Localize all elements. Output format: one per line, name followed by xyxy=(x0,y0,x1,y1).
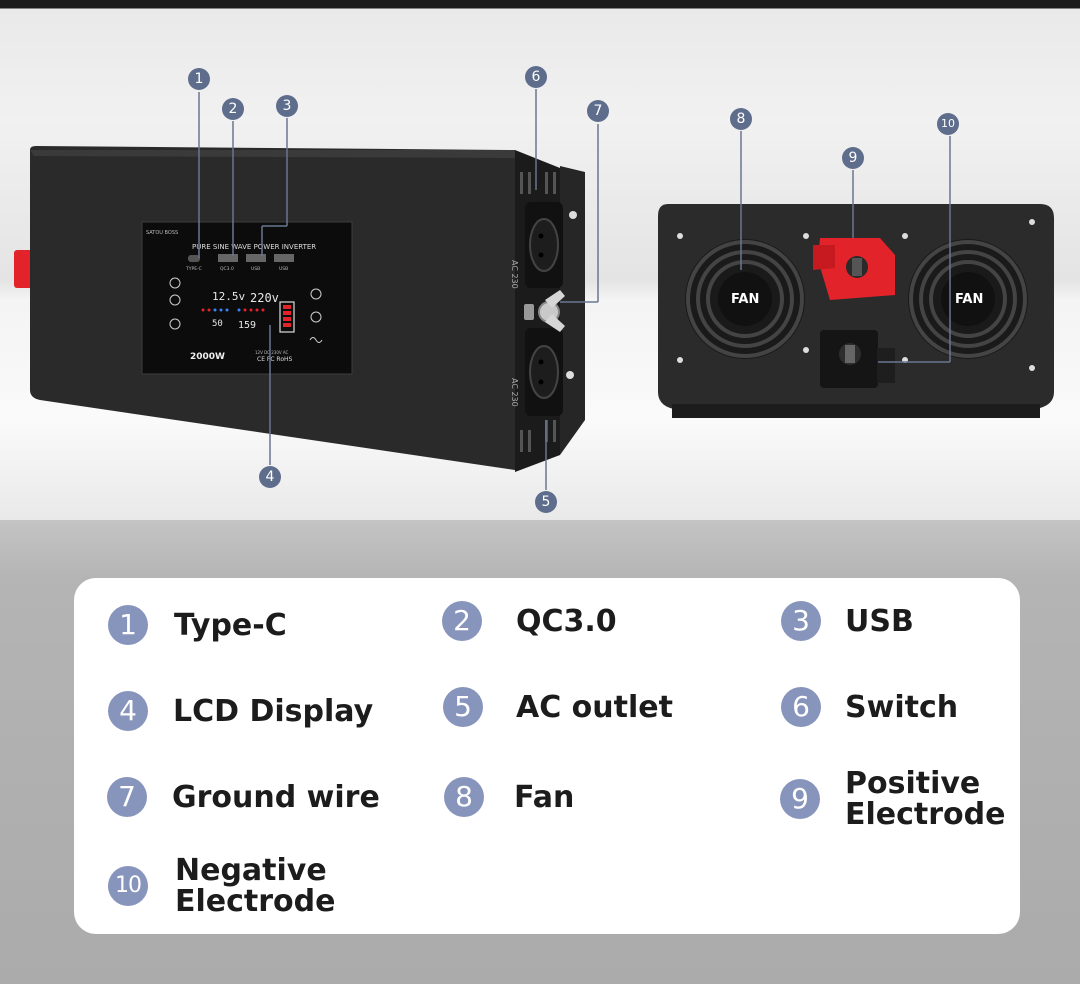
legend-label-switch: Switch xyxy=(845,689,959,725)
usb-ports xyxy=(188,254,294,262)
callout-2: 2 xyxy=(222,98,244,120)
rated-power-text: 2000W xyxy=(190,352,225,362)
inverter-rear-unit: FAN FAN xyxy=(658,204,1054,418)
legend-badge-4: 4 xyxy=(108,691,148,731)
cert-text: CE FC RoHS xyxy=(257,356,293,363)
legend-label-qc3: QC3.0 xyxy=(516,603,617,639)
fan-right-label: FAN xyxy=(955,292,983,307)
legend-item-6: 6 Switch xyxy=(781,687,958,727)
legend-label-fan: Fan xyxy=(514,779,575,815)
callout-7: 7 xyxy=(587,100,609,122)
legend-item-7: 7 Ground wire xyxy=(107,777,380,817)
fan-left xyxy=(685,239,805,359)
legend-card: 1 Type-C 2 QC3.0 3 USB 4 LCD Display 5 A… xyxy=(74,578,1020,934)
rear-screws xyxy=(677,219,1035,371)
negative-terminal xyxy=(820,330,895,388)
port-label-typec: TYPE-C xyxy=(185,266,202,272)
positive-terminal xyxy=(813,238,895,300)
legend-label-usb: USB xyxy=(845,603,914,639)
legend-label-lcd: LCD Display xyxy=(173,693,374,729)
legend-badge-1: 1 xyxy=(108,605,148,645)
outlet-label-top: AC 230 xyxy=(510,260,519,289)
panel-title-text: PURE SINE WAVE POWER INVERTER xyxy=(192,243,316,251)
fan-right xyxy=(908,239,1028,359)
callout-4: 4 xyxy=(259,466,281,488)
outlet-label-bottom: AC 230 xyxy=(510,378,519,407)
callout-6: 6 xyxy=(525,66,547,88)
callout-3: 3 xyxy=(276,95,298,117)
lcd-input-voltage: 12.5v xyxy=(212,290,245,303)
inverter-front-unit: AC 230 AC 230 SATOU BOSS PURE SINE WAVE … xyxy=(14,146,585,472)
legend-label-ac-outlet: AC outlet xyxy=(516,689,673,725)
legend-label-negative-electrode: Negative Electrode xyxy=(175,853,336,919)
legend-badge-8: 8 xyxy=(444,777,484,817)
callout-5: 5 xyxy=(535,491,557,513)
lcd-output-voltage: 220v xyxy=(250,291,279,305)
legend-badge-3: 3 xyxy=(781,601,821,641)
legend-badge-9: 9 xyxy=(780,779,820,819)
lcd-battery-icon xyxy=(279,301,295,333)
legend-item-3: 3 USB xyxy=(781,601,914,641)
legend-badge-10: 10 xyxy=(108,866,148,906)
lcd-frequency: 50 xyxy=(212,319,223,329)
lcd-output-power: 159 xyxy=(238,320,256,331)
leader-lines xyxy=(198,89,951,490)
callout-1: 1 xyxy=(188,68,210,90)
legend-item-9: 9 Positive Electrode xyxy=(780,768,1005,830)
legend-item-10: 10 Negative Electrode xyxy=(108,855,335,917)
spec-text: 12V DC 230V AC xyxy=(255,350,289,355)
port-label-usb2: USB xyxy=(279,266,288,272)
legend-item-2: 2 QC3.0 xyxy=(442,601,617,641)
callout-9: 9 xyxy=(842,147,864,169)
inverter-illustration: AC 230 AC 230 SATOU BOSS PURE SINE WAVE … xyxy=(14,89,1054,490)
port-label-qc: QC3.0 xyxy=(220,266,234,272)
callout-8: 8 xyxy=(730,108,752,130)
switch-knob xyxy=(524,304,534,320)
legend-label-type-c: Type-C xyxy=(174,607,287,643)
port-label-usb1: USB xyxy=(251,266,260,272)
brand-text: SATOU BOSS xyxy=(146,230,178,236)
legend-badge-5: 5 xyxy=(443,687,483,727)
mounting-bracket xyxy=(560,166,585,455)
ac-outlet-bottom xyxy=(525,328,563,416)
legend-item-5: 5 AC outlet xyxy=(443,687,673,727)
lcd-panel xyxy=(141,221,353,375)
legend-badge-6: 6 xyxy=(781,687,821,727)
fan-left-label: FAN xyxy=(731,292,759,307)
ac-outlet-top xyxy=(525,202,563,288)
legend-label-positive-electrode: Positive Electrode xyxy=(845,766,1006,832)
lcd-level-dots xyxy=(201,308,265,312)
callout-10: 10 xyxy=(937,113,959,135)
panel-side-icons xyxy=(169,277,323,343)
legend-badge-2: 2 xyxy=(442,601,482,641)
legend-label-ground-wire: Ground wire xyxy=(172,779,380,815)
legend-item-4: 4 LCD Display xyxy=(108,691,373,731)
legend-badge-7: 7 xyxy=(107,777,147,817)
legend-item-1: 1 Type-C xyxy=(108,605,287,645)
legend-item-8: 8 Fan xyxy=(444,777,574,817)
